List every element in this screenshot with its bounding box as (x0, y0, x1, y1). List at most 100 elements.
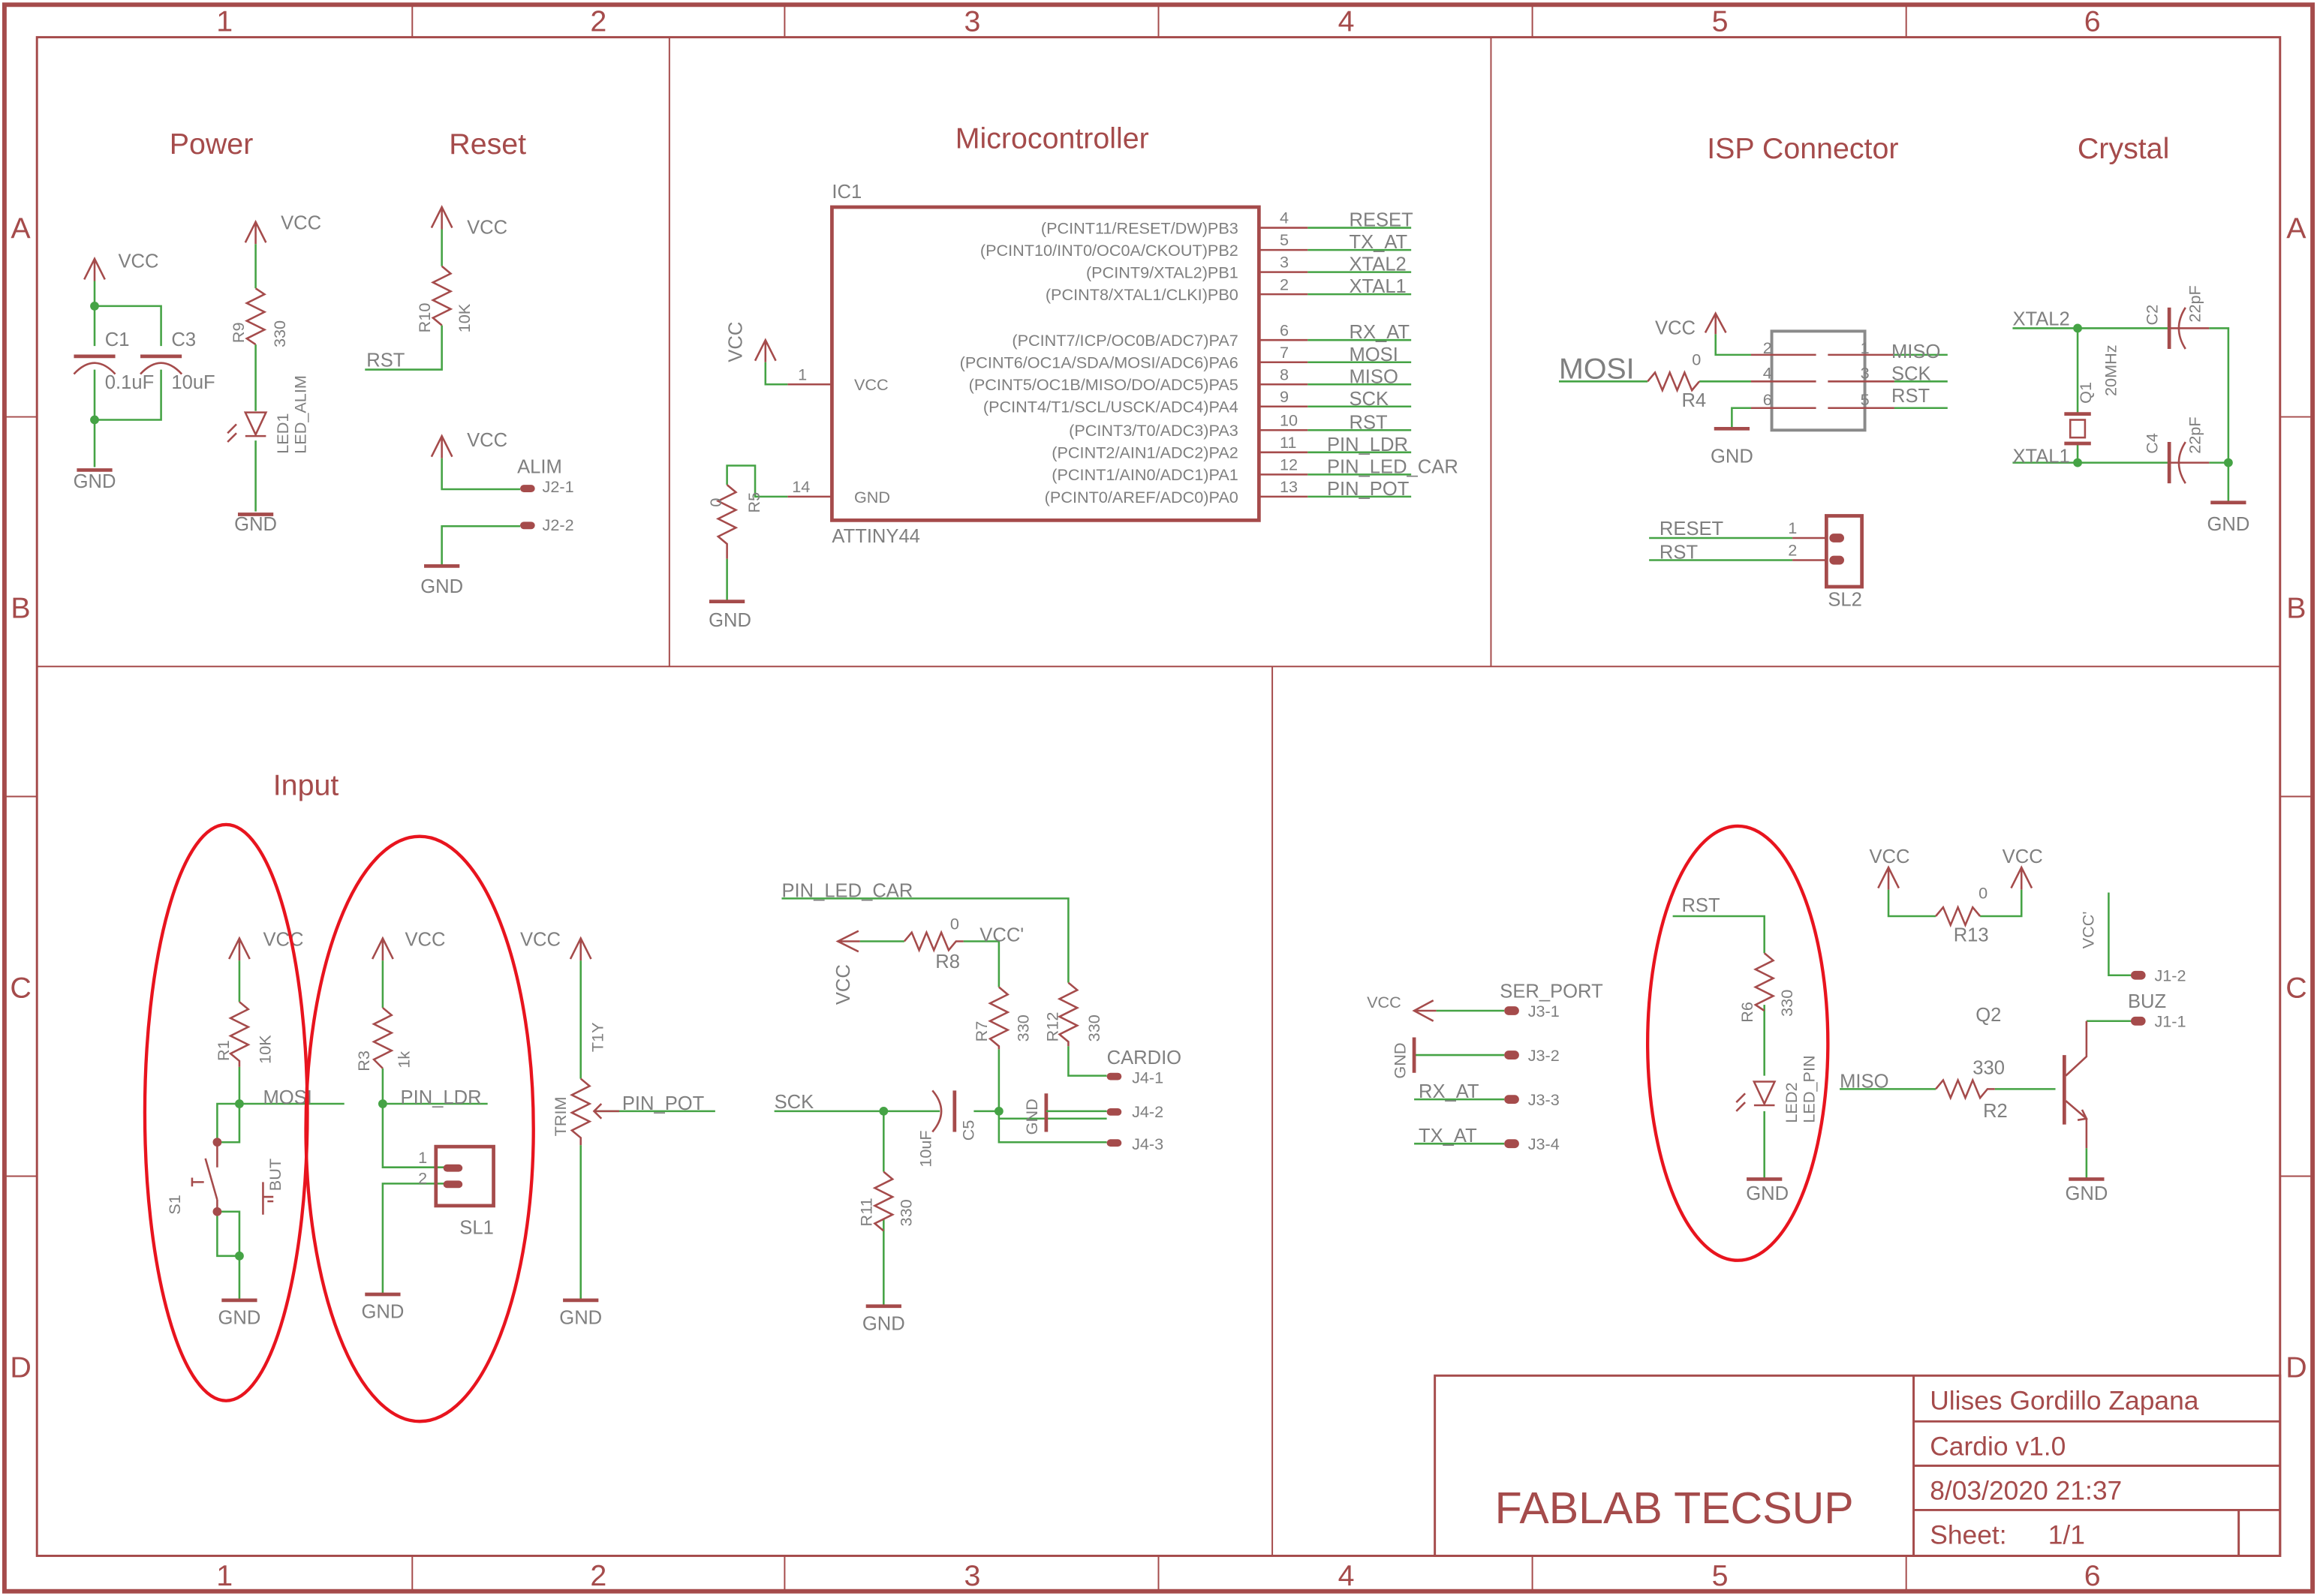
ic1-pin-function: (PCINT1/AIN0/ADC1)PA1 (1052, 465, 1238, 484)
gnd-label: GND (218, 1307, 261, 1328)
sl2-pin-1: 1 (1788, 518, 1797, 537)
vcc-label: VCC (405, 929, 445, 950)
r9-name: R9 (229, 322, 248, 343)
capacitor-c2-icon (2167, 307, 2210, 350)
j3-3-label: J3-3 (1528, 1090, 1560, 1109)
vcc-label: VCC (263, 929, 303, 950)
vcc-label: VCC (833, 964, 854, 1005)
ic1-pin-net: PIN_LED_CAR (1327, 456, 1458, 477)
section-title-power: Power (170, 128, 254, 161)
r10-value: 10K (455, 303, 474, 332)
ic1-pin-number: 5 (1280, 230, 1289, 249)
vcc-label: VCC (1869, 846, 1909, 867)
ic1-pin-function: (PCINT5/OC1B/MISO/DO/ADC5)PA5 (969, 375, 1238, 394)
s1-value: BUT (266, 1159, 284, 1191)
gnd-label: GND (709, 610, 751, 631)
gnd-label: GND (1711, 446, 1753, 467)
isp-pin-6: 6 (1763, 390, 1772, 409)
ic1-pin-function: (PCINT11/RESET/DW)PB3 (1041, 218, 1238, 237)
resistor-r9-icon (244, 287, 267, 346)
r7-name: R7 (972, 1021, 991, 1042)
zone-col-4-bottom: 4 (1338, 1559, 1355, 1592)
reset-circuit: VCC R10 10K RST VCC ALIM J2-1 J2-2 GND (365, 205, 574, 597)
net-mosi: MOSI (1559, 352, 1635, 385)
vcc-label: VCC (467, 217, 507, 238)
gnd-label: GND (234, 514, 277, 535)
gnd-label: GND (420, 576, 463, 597)
r4-value: 0 (1692, 350, 1701, 369)
ic1-pin-number: 7 (1280, 343, 1289, 362)
ser-port-label: SER_PORT (1500, 981, 1603, 1002)
vcc-supply-icon (835, 930, 860, 953)
r6-name: R6 (1738, 1002, 1756, 1023)
r7-value: 330 (1013, 1014, 1032, 1041)
c2-value: 22pF (2185, 285, 2204, 322)
c5-value: 10uF (916, 1130, 934, 1167)
gnd-label: GND (1022, 1099, 1041, 1135)
zone-col-2: 2 (590, 5, 606, 38)
isp-net-miso: MISO (1891, 341, 1940, 362)
net-tx-at: TX_AT (1419, 1126, 1477, 1147)
net-sck-cardio: SCK (775, 1092, 814, 1113)
gnd-label: GND (361, 1302, 404, 1323)
vcc-supply-icon (569, 936, 592, 961)
ic1-pin-net: TX_AT (1349, 232, 1407, 253)
ic1-pin-function: (PCINT9/XTAL2)PB1 (1086, 263, 1238, 282)
ic1-pin-function: (PCINT3/T0/ADC3)PA3 (1069, 421, 1238, 440)
sheet-label: Sheet: (1930, 1520, 2006, 1550)
zone-col-5-bottom: 5 (1712, 1559, 1729, 1592)
author-name: Ulises Gordillo Zapana (1930, 1386, 2199, 1416)
vcc-supply-icon (244, 219, 267, 245)
input-circuit: VCC R1 10K MOSI S1 BUT GND VCC R3 1k PIN… (143, 822, 715, 1423)
zone-col-4: 4 (1338, 5, 1355, 38)
c3-value: 10uF (171, 372, 215, 393)
ic1-pin-number: 11 (1280, 433, 1296, 452)
q2-name: Q2 (1975, 1005, 2001, 1026)
r11-value: 330 (897, 1199, 916, 1226)
resistor-r1-icon (228, 1001, 251, 1067)
npn-transistor-q2-icon (2062, 1020, 2088, 1149)
isp-pin-5: 5 (1861, 390, 1870, 409)
vcc-label: VCC (725, 322, 746, 362)
r3-name: R3 (354, 1050, 373, 1072)
capacitor-c4-icon (2167, 441, 2210, 484)
alim-label: ALIM (517, 456, 562, 477)
ic1-pin-net: SCK (1349, 389, 1389, 410)
ic1-pin-function: (PCINT0/AREF/ADC0)PA0 (1045, 488, 1238, 506)
vcc-supply-icon (430, 205, 453, 230)
ic1-pin-net: PIN_LDR (1327, 434, 1408, 455)
ic1-pin-number: 8 (1280, 365, 1289, 383)
section-title-crystal: Crystal (2078, 132, 2169, 165)
j1-2-label: J1-2 (2154, 966, 2186, 985)
gnd-label: GND (2065, 1183, 2108, 1204)
ic1-part: ATTINY44 (832, 526, 920, 547)
ic1-pin-number: 12 (1280, 455, 1298, 473)
ic1-pin-net: MISO (1349, 366, 1398, 387)
c3-name: C3 (171, 329, 196, 350)
isp-pin-1: 1 (1861, 338, 1870, 357)
gnd-label: GND (2207, 514, 2249, 535)
highlight-ellipse-led (1645, 824, 1830, 1262)
vcc-label: VCC (119, 251, 159, 272)
zone-row-a: A (11, 212, 31, 245)
vcc-label: VCC (1367, 993, 1401, 1011)
j3-2-label: J3-2 (1528, 1046, 1560, 1065)
j2-2-label: J2-2 (543, 515, 574, 534)
isp-pin-4: 4 (1763, 363, 1772, 382)
ic1-pin-net: RX_AT (1349, 322, 1410, 343)
vcc-label: VCC (467, 430, 507, 451)
buz-label: BUZ (2128, 991, 2166, 1012)
resistor-r5-icon (715, 484, 739, 559)
section-title-microcontroller: Microcontroller (955, 122, 1149, 155)
vcc-prime-label: VCC' (979, 924, 1024, 945)
resistor-r4-icon (1647, 370, 1701, 393)
led2-icon (1735, 1081, 1777, 1112)
gnd-label: GND (559, 1307, 602, 1328)
sl2-name: SL2 (1828, 590, 1862, 611)
resistor-r7-icon (988, 986, 1010, 1050)
ic1-pin-net: XTAL2 (1349, 254, 1406, 275)
r1-value: 10K (255, 1035, 274, 1064)
zone-col-1: 1 (216, 5, 233, 38)
zone-row-b: B (11, 591, 30, 624)
isp-net-rst: RST (1891, 386, 1930, 407)
